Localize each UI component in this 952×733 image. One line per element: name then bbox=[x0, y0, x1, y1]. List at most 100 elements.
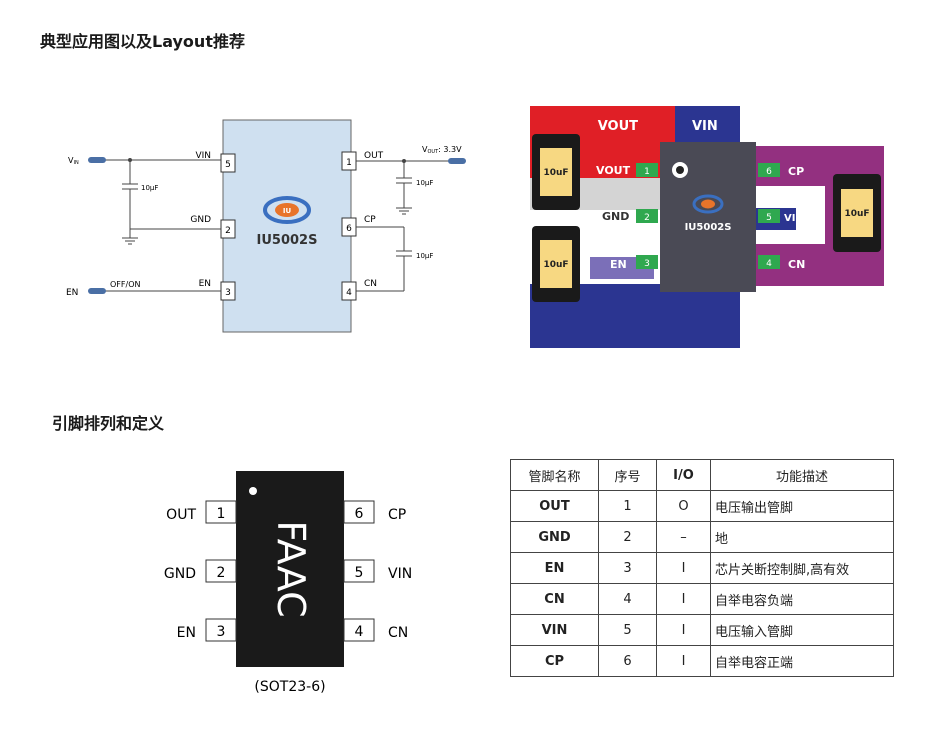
layout-chip-name: IU5002S bbox=[685, 222, 732, 233]
table-row: VIN 5 I 电压输入管脚 bbox=[510, 614, 894, 646]
vin-terminal-icon bbox=[88, 157, 106, 163]
pin-name-cp: CP bbox=[364, 215, 376, 225]
vout-title: VOUT bbox=[598, 119, 638, 134]
chip-name: IU5002S bbox=[257, 233, 318, 248]
application-schematic: IU IU5002S 5 VIN 2 GND 3 EN 1 OUT 6 CP 4… bbox=[66, 119, 466, 333]
capacitor-icon: 10uF bbox=[532, 226, 580, 302]
pad-num-5: 5 bbox=[766, 213, 772, 223]
vin-plane-top bbox=[675, 106, 740, 146]
pkg-pin-name-cn: CN bbox=[388, 625, 408, 641]
table-row: CP 6 I 自举电容正端 bbox=[510, 645, 894, 677]
pkg-pin-name-en: EN bbox=[177, 625, 196, 641]
pad-name-en: EN bbox=[610, 258, 627, 271]
offon-label: OFF/ON bbox=[110, 280, 140, 289]
cell-pin-name: VIN bbox=[510, 614, 599, 646]
cell-io: O bbox=[656, 490, 711, 522]
chip-body bbox=[222, 119, 352, 333]
pad-name-vout: VOUT bbox=[596, 164, 631, 177]
pad-name-cn: CN bbox=[788, 258, 805, 271]
pin-name-vin: VIN bbox=[195, 151, 211, 161]
cap-label-flying: 10μF bbox=[416, 252, 433, 260]
pkg-pin-name-vin: VIN bbox=[388, 566, 412, 582]
cell-pin-number: 3 bbox=[598, 552, 657, 584]
svg-text:10uF: 10uF bbox=[543, 168, 568, 178]
pad-name-gnd: GND bbox=[602, 210, 629, 223]
pin-num-en: 3 bbox=[225, 288, 231, 298]
cap-label-vout: 10μF bbox=[416, 179, 433, 187]
pkg-pin-num-5: 5 bbox=[355, 565, 364, 581]
package-body bbox=[236, 471, 344, 667]
pcb-layout: IU5002S VOUT VIN 1 VOUT 2 GND 3 EN 6 CP … bbox=[530, 106, 884, 348]
typical-application-title: 典型应用图以及Layout推荐 bbox=[40, 32, 245, 51]
cell-pin-number: 1 bbox=[598, 490, 657, 522]
cell-io: I bbox=[656, 552, 711, 584]
en-label: EN bbox=[66, 288, 78, 298]
cell-io: I bbox=[656, 645, 711, 677]
cell-pin-number: 2 bbox=[598, 521, 657, 553]
cell-function: 电压输入管脚 bbox=[710, 614, 894, 646]
pkg-pin-num-1: 1 bbox=[217, 506, 226, 522]
header-function: 功能描述 bbox=[710, 459, 894, 491]
pin1-marker bbox=[249, 487, 257, 495]
package-marking: FAAC bbox=[269, 520, 313, 617]
cell-io: I bbox=[656, 614, 711, 646]
pkg-pin-name-gnd: GND bbox=[164, 566, 196, 582]
pkg-pin-num-2: 2 bbox=[217, 565, 226, 581]
svg-text:10uF: 10uF bbox=[543, 260, 568, 270]
cell-pin-number: 4 bbox=[598, 583, 657, 615]
cell-io: – bbox=[656, 521, 711, 553]
cell-function: 自举电容正端 bbox=[710, 645, 894, 677]
cell-pin-name: EN bbox=[510, 552, 599, 584]
vin-title: VIN bbox=[692, 119, 718, 134]
pad-num-3: 3 bbox=[644, 259, 650, 269]
table-row: OUT 1 O 电压输出管脚 bbox=[510, 490, 894, 522]
cell-function: 地 bbox=[710, 521, 894, 553]
header-pin-number: 序号 bbox=[598, 459, 657, 491]
header-pin-name: 管脚名称 bbox=[510, 459, 599, 491]
pin-name-out: OUT bbox=[364, 151, 384, 161]
cell-pin-name: CN bbox=[510, 583, 599, 615]
cell-pin-number: 5 bbox=[598, 614, 657, 646]
package-pinout: FAAC 1 OUT 2 GND 3 EN 6 CP 5 VIN 4 CN (S… bbox=[164, 471, 412, 695]
pin-num-out: 1 bbox=[346, 158, 352, 168]
header-io: I/O bbox=[656, 459, 711, 491]
vin-label: VIN bbox=[68, 156, 79, 166]
pin-name-cn: CN bbox=[364, 279, 377, 289]
cell-pin-name: CP bbox=[510, 645, 599, 677]
cell-pin-name: GND bbox=[510, 521, 599, 553]
pin-num-cp: 6 bbox=[346, 224, 352, 234]
en-terminal-icon bbox=[88, 288, 106, 294]
pin-name-gnd: GND bbox=[190, 215, 211, 225]
cap-label-vin: 10μF bbox=[141, 184, 158, 192]
capacitor-icon: 10uF bbox=[532, 134, 580, 210]
cell-function: 电压输出管脚 bbox=[710, 490, 894, 522]
vout-terminal-icon bbox=[448, 158, 466, 164]
pin-name-en: EN bbox=[199, 279, 211, 289]
cell-pin-name: OUT bbox=[510, 490, 599, 522]
svg-text:IU: IU bbox=[283, 207, 292, 215]
pkg-pin-name-cp: CP bbox=[388, 507, 406, 523]
table-row: EN 3 I 芯片关断控制脚,高有效 bbox=[510, 552, 894, 584]
pad-num-1: 1 bbox=[644, 167, 650, 177]
pin-num-gnd: 2 bbox=[225, 226, 231, 236]
pad-num-2: 2 bbox=[644, 213, 650, 223]
table-row: CN 4 I 自举电容负端 bbox=[510, 583, 894, 615]
pkg-pin-num-4: 4 bbox=[355, 624, 364, 640]
layout-logo-icon bbox=[692, 194, 724, 214]
cell-function: 芯片关断控制脚,高有效 bbox=[710, 552, 894, 584]
package-type: (SOT23-6) bbox=[254, 679, 325, 695]
pad-num-4: 4 bbox=[766, 259, 772, 269]
capacitor-icon: 10uF bbox=[833, 174, 881, 252]
pad-name-vin: VIN bbox=[784, 213, 804, 224]
pad-num-6: 6 bbox=[766, 167, 772, 177]
pad-name-cp: CP bbox=[788, 165, 804, 178]
cell-io: I bbox=[656, 583, 711, 615]
pkg-pin-name-out: OUT bbox=[166, 507, 196, 523]
vout-label: VOUT: 3.3V bbox=[422, 145, 462, 155]
logo-icon: IU bbox=[263, 196, 311, 224]
pkg-pin-num-6: 6 bbox=[355, 506, 364, 522]
pinout-title: 引脚排列和定义 bbox=[52, 414, 165, 433]
pkg-pin-num-3: 3 bbox=[217, 624, 226, 640]
svg-text:10uF: 10uF bbox=[844, 209, 869, 219]
table-row: GND 2 – 地 bbox=[510, 521, 894, 553]
